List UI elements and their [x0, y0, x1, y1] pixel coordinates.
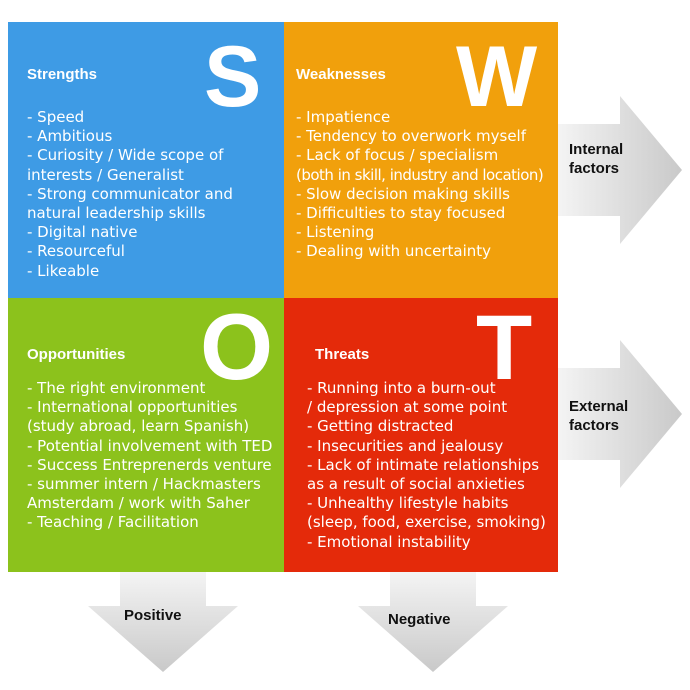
list-item: as a result of social anxieties — [307, 475, 525, 494]
list-item: - Resourceful — [27, 242, 125, 261]
list-item: - Running into a burn-out — [307, 379, 496, 397]
list-item: - Dealing with uncertainty — [296, 242, 492, 261]
positive-arrow — [88, 572, 238, 672]
opportunities-list: - The right environment - International … — [27, 379, 272, 533]
list-item: - Difficulties to stay focused — [296, 204, 506, 223]
list-item: interests / Generalist — [27, 165, 184, 184]
threats-letter: T — [476, 298, 533, 399]
positive-label: Positive — [124, 607, 182, 624]
list-item: - Digital native — [27, 223, 138, 242]
list-item: - summer intern / Hackmasters — [27, 475, 261, 494]
opportunities-title: Opportunities — [27, 346, 126, 363]
negative-label: Negative — [388, 611, 451, 628]
internal-factors-arrow — [558, 96, 682, 244]
list-item: - Teaching / Facilitation — [27, 513, 199, 532]
list-item: - Potential involvement with TED — [27, 436, 273, 455]
list-item: - The right environment — [27, 379, 206, 397]
list-item: - International opportunities — [27, 398, 238, 417]
weaknesses-quadrant: W Weaknesses - Impatience - Tendency to … — [284, 22, 558, 298]
strengths-list: - Speed - Ambitious - Curiosity / Wide s… — [27, 108, 233, 281]
list-item: - Success Entreprenerds venture — [27, 455, 272, 474]
list-item: (study abroad, learn Spanish) — [27, 417, 250, 436]
list-item: - Strong communicator and — [27, 184, 233, 203]
list-item: (both in skill, industry and location) — [296, 165, 544, 184]
strengths-letter: S — [204, 29, 262, 125]
list-item: - Slow decision making skills — [296, 184, 510, 203]
external-factors-line2: factors — [569, 417, 620, 434]
internal-factors-line2: factors — [569, 160, 620, 177]
strengths-title: Strengths — [27, 66, 98, 83]
list-item: - Emotional instability — [307, 532, 471, 551]
threats-quadrant: T Threats - Running into a burn-out / de… — [284, 298, 558, 572]
external-factors-arrow — [558, 340, 682, 488]
list-item: - Curiosity / Wide scope of — [27, 146, 224, 165]
opportunities-letter: O — [200, 298, 274, 399]
strengths-quadrant: S Strengths - Speed - Ambitious - Curios… — [8, 22, 284, 298]
threats-list: - Running into a burn-out / depression a… — [307, 379, 546, 552]
list-item: / depression at some point — [307, 398, 508, 417]
list-item: - Speed — [27, 108, 85, 126]
internal-factors-label: Internal factors — [569, 140, 623, 178]
weaknesses-list: - Impatience - Tendency to overwork myse… — [296, 108, 544, 262]
weaknesses-letter: W — [456, 29, 538, 125]
list-item: (sleep, food, exercise, smoking) — [307, 513, 546, 532]
negative-arrow — [358, 572, 508, 672]
list-item: Amsterdam / work with Saher — [27, 494, 250, 513]
list-item: - Getting distracted — [307, 417, 454, 436]
list-item: - Insecurities and jealousy — [307, 436, 504, 455]
internal-factors-line1: Internal — [569, 141, 624, 158]
list-item: - Unhealthy lifestyle habits — [307, 494, 509, 513]
threats-title: Threats — [315, 346, 370, 363]
list-item: - Ambitious — [27, 127, 113, 146]
list-item: - Impatience — [296, 108, 391, 126]
opportunities-quadrant: O Opportunities - The right environment … — [8, 298, 284, 572]
list-item: - Lack of focus / specialism — [296, 146, 499, 165]
list-item: - Lack of intimate relationships — [307, 455, 540, 474]
list-item: natural leadership skills — [27, 204, 206, 223]
external-factors-line1: External — [569, 398, 629, 415]
list-item: - Likeable — [27, 261, 100, 280]
list-item: - Listening — [296, 223, 375, 242]
external-factors-label: External factors — [569, 397, 628, 435]
list-item: - Tendency to overwork myself — [296, 127, 527, 146]
weaknesses-title: Weaknesses — [296, 66, 386, 83]
